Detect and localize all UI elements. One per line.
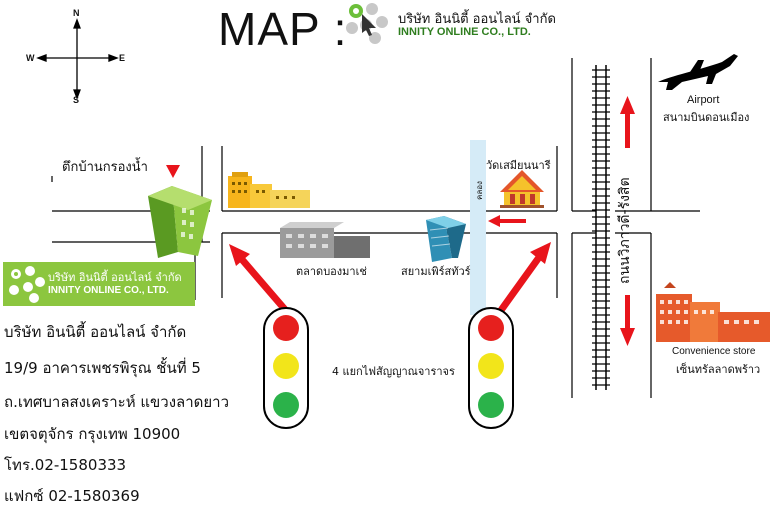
siam-tower-icon [426, 216, 466, 262]
temple-icon [500, 170, 544, 208]
company-logo-icon [346, 3, 388, 44]
canal [470, 140, 486, 315]
market-building-icon [280, 222, 370, 258]
compass-east: E [119, 53, 126, 63]
address-line-1: บริษัท อินนิตี้ ออนไลน์ จำกัด [4, 323, 187, 341]
compass-north: N [73, 8, 80, 18]
label-market: ตลาดบองมาเช่ [296, 265, 367, 278]
compass-icon [36, 18, 119, 100]
label-store-en: Convenience store [672, 346, 756, 357]
traffic-light-left [263, 307, 309, 429]
label-intersection: 4 แยกไฟสัญญาณจาราจร [332, 365, 455, 378]
label-canal: คลอง [475, 181, 484, 200]
traffic-light-right [468, 307, 514, 429]
label-road: ถนนวิภาวดี-รังสิต [617, 177, 633, 284]
address-line-4: เขตจตุจักร กรุงเทพ 10900 [4, 425, 181, 443]
convenience-store-icon [656, 282, 770, 342]
green-box-company-th: บริษัท อินนิตี้ ออนไลน์ จำกัด [48, 271, 182, 284]
railway [595, 65, 607, 390]
compass-west: W [26, 53, 35, 63]
direction-arrows [166, 96, 635, 346]
yellow-buildings-icon [228, 172, 310, 208]
header-company-en: INNITY ONLINE CO., LTD. [398, 26, 531, 38]
airplane-icon [658, 54, 738, 90]
green-box-logo-overlay [9, 266, 45, 303]
road-lines [51, 58, 700, 398]
map-title: MAP : [218, 3, 348, 55]
address-fax: แฟกซ์ 02-1580369 [4, 487, 140, 505]
railway-ties [592, 69, 610, 386]
label-building-left: ตึกบ้านกรองน้ำ [62, 160, 148, 175]
label-store-th: เซ็นทรัลลาดพร้าว [676, 363, 761, 376]
compass-south: S [73, 95, 80, 105]
address-phone: โทร.02-1580333 [4, 456, 127, 474]
label-airport-en: Airport [687, 94, 720, 106]
green-box-company-en: INNITY ONLINE CO., LTD. [48, 285, 169, 296]
header-company-th: บริษัท อินนิตี้ ออนไลน์ จำกัด [398, 12, 556, 27]
office-building-icon [148, 186, 212, 258]
label-temple: วัดเสมียนนารี [486, 159, 551, 172]
label-airport-th: สนามบินดอนเมือง [663, 111, 750, 124]
label-siam-tower: สยามเพิร์สทัวร์ [401, 265, 471, 278]
address-line-2: 19/9 อาคารเพชรพิรุณ ชั้นที่ 5 [4, 359, 201, 377]
address-line-3: ถ.เทศบาลสงเคราะห์ แขวงลาดยาว [4, 393, 230, 411]
